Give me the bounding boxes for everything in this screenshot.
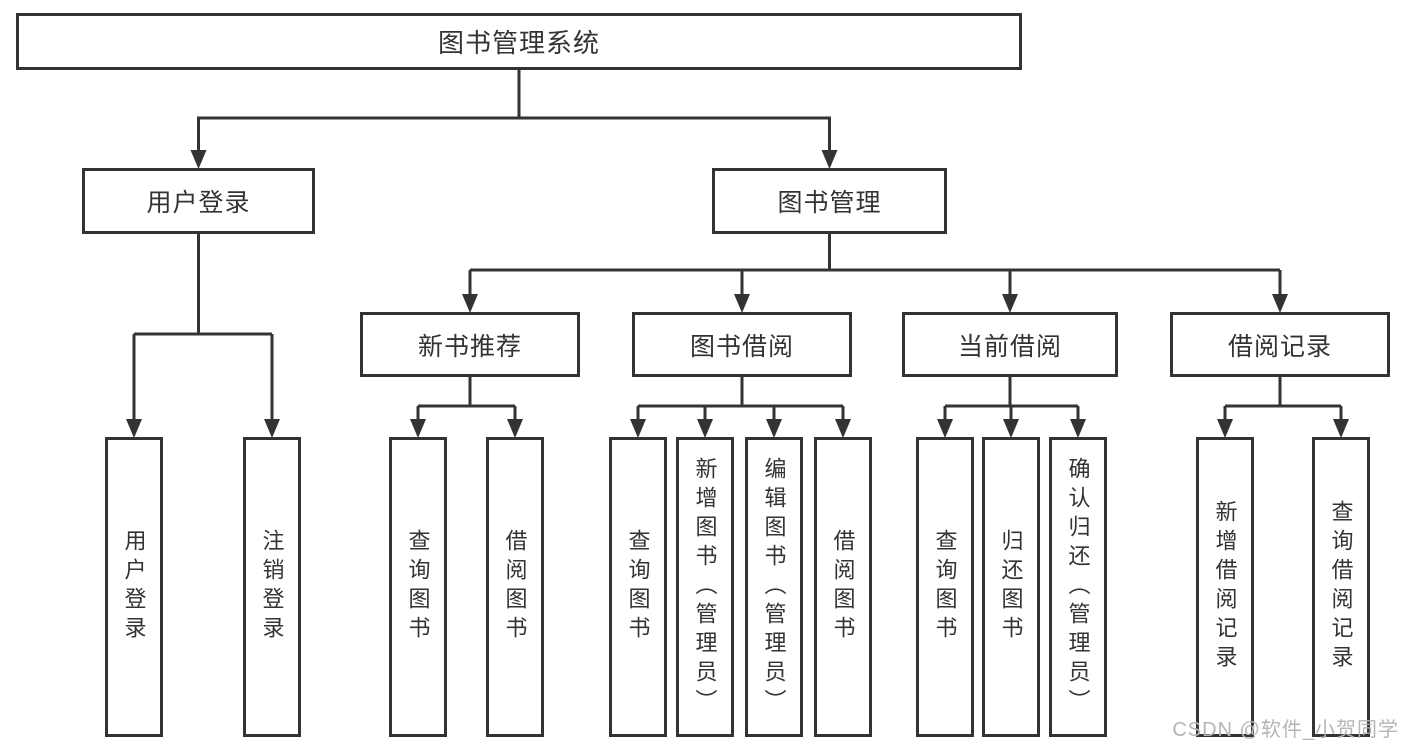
node-current-borrowing-label: 当前借阅 (957, 332, 1062, 361)
node-leaf-add-books-admin: 新增图书（管理员） (676, 437, 734, 737)
node-new-book-recommend: 新书推荐 (360, 312, 580, 377)
node-leaf-add-borrow-record: 新增借阅记录 (1196, 437, 1254, 737)
node-leaf-user-login-label: 用户登录 (121, 529, 147, 645)
node-leaf-query-borrow-record: 查询借阅记录 (1312, 437, 1370, 737)
node-leaf-logout: 注销登录 (243, 437, 301, 737)
node-book-borrowing-label: 图书借阅 (689, 332, 794, 361)
node-new-book-recommend-label: 新书推荐 (417, 332, 522, 361)
node-leaf-logout-label: 注销登录 (259, 529, 285, 645)
node-library-system: 图书管理系统 (16, 13, 1022, 70)
node-leaf-confirm-return-admin: 确认归还（管理员） (1049, 437, 1107, 737)
node-leaf-query-borrow-record-label: 查询借阅记录 (1328, 500, 1354, 674)
node-current-borrowing: 当前借阅 (902, 312, 1118, 377)
node-leaf-return-books-label: 归还图书 (998, 529, 1024, 645)
node-leaf-borrow-books-label: 借阅图书 (830, 529, 856, 645)
node-book-borrowing: 图书借阅 (632, 312, 852, 377)
node-user-login: 用户登录 (82, 168, 315, 234)
node-leaf-add-books-admin-label: 新增图书（管理员） (692, 456, 718, 718)
node-borrowing-records-label: 借阅记录 (1227, 332, 1332, 361)
node-leaf-return-books: 归还图书 (982, 437, 1040, 737)
node-leaf-edit-books-admin-label: 编辑图书（管理员） (761, 456, 787, 718)
node-leaf-add-borrow-record-label: 新增借阅记录 (1212, 500, 1238, 674)
node-leaf-borrow-books-recommend: 借阅图书 (486, 437, 544, 737)
node-leaf-query-books-borrowing-label: 查询图书 (625, 529, 651, 645)
node-leaf-query-books-borrowing: 查询图书 (609, 437, 667, 737)
node-library-system-label: 图书管理系统 (437, 28, 600, 58)
node-leaf-query-books-current-label: 查询图书 (932, 529, 958, 645)
node-leaf-edit-books-admin: 编辑图书（管理员） (745, 437, 803, 737)
node-borrowing-records: 借阅记录 (1170, 312, 1390, 377)
csdn-watermark: CSDN @软件_小贺同学 (1172, 719, 1399, 741)
node-leaf-borrow-books-recommend-label: 借阅图书 (502, 529, 528, 645)
node-leaf-query-books-current: 查询图书 (916, 437, 974, 737)
node-leaf-query-books-recommend: 查询图书 (389, 437, 447, 737)
node-book-management: 图书管理 (712, 168, 947, 234)
node-leaf-user-login: 用户登录 (105, 437, 163, 737)
node-book-management-label: 图书管理 (777, 189, 882, 217)
node-leaf-confirm-return-admin-label: 确认归还（管理员） (1065, 456, 1091, 718)
node-leaf-borrow-books: 借阅图书 (814, 437, 872, 737)
node-user-login-label: 用户登录 (146, 189, 251, 217)
node-leaf-query-books-recommend-label: 查询图书 (405, 529, 431, 645)
